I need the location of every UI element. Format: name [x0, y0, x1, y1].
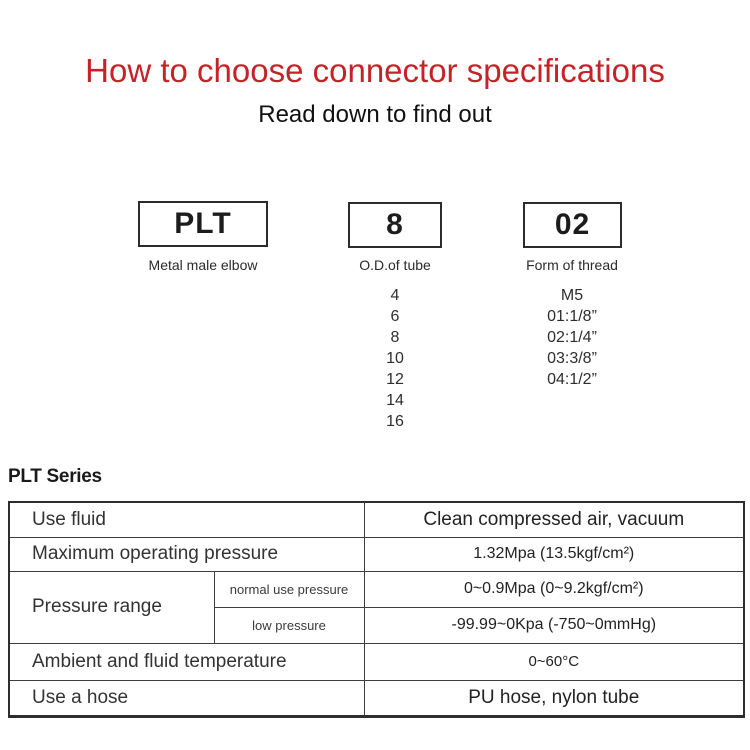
hose-label: Use a hose: [8, 679, 365, 717]
table-row-normal-pressure: Pressure range normal use pressure 0~0.9…: [8, 570, 745, 644]
model-code-label-tube: O.D.of tube: [359, 257, 431, 273]
thread-form-option: M5: [560, 287, 584, 304]
thread-form-option: 02:1/4”: [547, 329, 597, 346]
low-pressure-value: -99.99~0Kpa (-750~0mmHg): [363, 606, 745, 644]
page-subtitle: Read down to find out: [258, 101, 492, 128]
temperature-label: Ambient and fluid temperature: [8, 642, 365, 681]
model-code-label-thread: Form of thread: [526, 257, 618, 273]
normal-pressure-label: normal use pressure: [213, 570, 365, 608]
max-pressure-value: 1.32Mpa (13.5kgf/cm²): [363, 536, 745, 572]
tube-size-option: 4: [390, 287, 400, 304]
model-code-series: PLT: [174, 207, 232, 240]
hose-value: PU hose, nylon tube: [363, 679, 745, 717]
use-fluid-label: Use fluid: [8, 501, 365, 538]
model-code-box-thread: 02: [523, 202, 622, 248]
tube-size-list: 4 6 8 10 12 14 16: [348, 285, 442, 432]
tube-size-option: 14: [386, 392, 404, 409]
thread-form-option: 04:1/2”: [547, 371, 597, 388]
model-code-tube: 8: [386, 208, 404, 241]
tube-size-option: 10: [386, 350, 404, 367]
model-code-box-series: PLT: [138, 201, 268, 247]
page-title: How to choose connector specifications: [85, 52, 665, 89]
model-code-label-series: Metal male elbow: [148, 257, 258, 273]
thread-form-list: M5 01:1/8” 02:1/4” 03:3/8” 04:1/2”: [498, 285, 646, 390]
pressure-range-label: Pressure range: [8, 570, 215, 644]
temperature-value: 0~60°C: [363, 642, 745, 681]
model-code-thread: 02: [554, 208, 591, 241]
table-row-max-pressure: Maximum operating pressure 1.32Mpa (13.5…: [8, 536, 745, 572]
normal-pressure-value: 0~0.9Mpa (0~9.2kgf/cm²): [363, 570, 745, 608]
table-row-hose: Use a hose PU hose, nylon tube: [8, 679, 745, 717]
thread-form-option: 03:3/8”: [547, 350, 597, 367]
tube-size-option: 12: [386, 371, 404, 388]
max-pressure-label: Maximum operating pressure: [8, 536, 365, 572]
series-heading: PLT Series: [8, 466, 102, 487]
table-row-low-pressure: low pressure -99.99~0Kpa (-750~0mmHg): [9, 606, 745, 644]
table-row-use-fluid: Use fluid Clean compressed air, vacuum: [8, 501, 745, 538]
use-fluid-value: Clean compressed air, vacuum: [363, 501, 745, 538]
spec-table: Use fluid Clean compressed air, vacuum M…: [8, 501, 746, 718]
tube-size-option: 8: [390, 329, 400, 346]
thread-form-option: 01:1/8”: [547, 308, 597, 325]
table-row-temperature: Ambient and fluid temperature 0~60°C: [8, 642, 745, 681]
model-code-box-tube: 8: [348, 202, 442, 248]
low-pressure-label: low pressure: [213, 606, 365, 644]
tube-size-option: 16: [386, 413, 404, 430]
tube-size-option: 6: [390, 308, 400, 325]
